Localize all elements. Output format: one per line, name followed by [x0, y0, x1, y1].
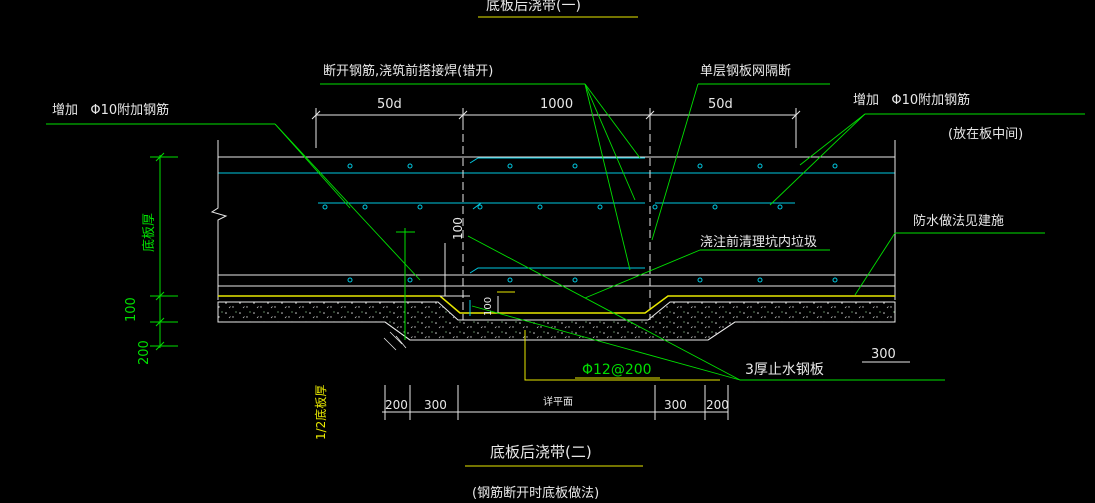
dim-bottom-mid: 详平面	[543, 395, 573, 408]
cushion-layer	[217, 301, 896, 341]
rebar-spec: Φ12@200	[582, 362, 652, 378]
soil-hatch	[383, 331, 407, 351]
note-in-middle: (放在板中间)	[948, 127, 1023, 142]
half-slab-dim	[396, 228, 415, 340]
dim-bottom-300-left: 300	[424, 398, 447, 412]
dim-left-100: 100	[124, 297, 139, 322]
dim-100-b: 100	[483, 297, 494, 316]
waterproof-line	[218, 295, 895, 314]
slab-top-rebars	[218, 156, 895, 174]
note-add-rebar-right: 增加 Φ10附加钢筋	[853, 92, 970, 108]
left-dimension-line	[150, 152, 178, 351]
dim-bottom-300-right: 300	[664, 398, 687, 412]
top-dimension-line	[311, 108, 801, 148]
dim-100-a: 100	[451, 217, 465, 240]
band-cut-rebars	[318, 157, 795, 274]
leader-lines	[46, 83, 1085, 381]
note-clean: 浇注前清理坑内垃圾	[700, 234, 817, 250]
dim-top-left: 50d	[377, 97, 402, 112]
dim-top-mid: 1000	[540, 97, 573, 112]
title-bottom: 底板后浇带(二)	[490, 443, 592, 461]
dim-right-300: 300	[871, 347, 896, 362]
dim-bottom-200-right: 200	[706, 398, 729, 412]
band-small-dims	[440, 243, 499, 313]
break-line-left	[210, 140, 228, 300]
dim-top-right: 50d	[708, 97, 733, 112]
sump-bottom	[384, 321, 736, 341]
note-single-mesh: 单层钢板网隔断	[700, 64, 791, 79]
title-top: 底板后浇带(一)	[486, 0, 581, 14]
dim-left-200: 200	[137, 340, 152, 365]
dim-half-slab: 1/2底板厚	[313, 385, 328, 440]
slab-bottom-rebars	[218, 274, 895, 287]
rebar-spec-bracket	[524, 330, 720, 381]
rebar-dots	[322, 163, 838, 283]
note-cut-rebar: 断开钢筋,浇筑前搭接焊(错开)	[323, 63, 493, 79]
note-add-rebar-left: 增加 Φ10附加钢筋	[52, 102, 169, 118]
note-waterproof: 防水做法见建施	[913, 213, 1004, 229]
dim-bottom-200-left: 200	[385, 398, 408, 412]
note-waterstop: 3厚止水钢板	[745, 362, 824, 378]
dim-slab-thickness: 底板厚	[141, 213, 157, 252]
band-centerlines	[462, 110, 651, 320]
subtitle-bottom: (钢筋断开时底板做法)	[472, 485, 599, 501]
bottom-dimension-line	[382, 385, 729, 420]
